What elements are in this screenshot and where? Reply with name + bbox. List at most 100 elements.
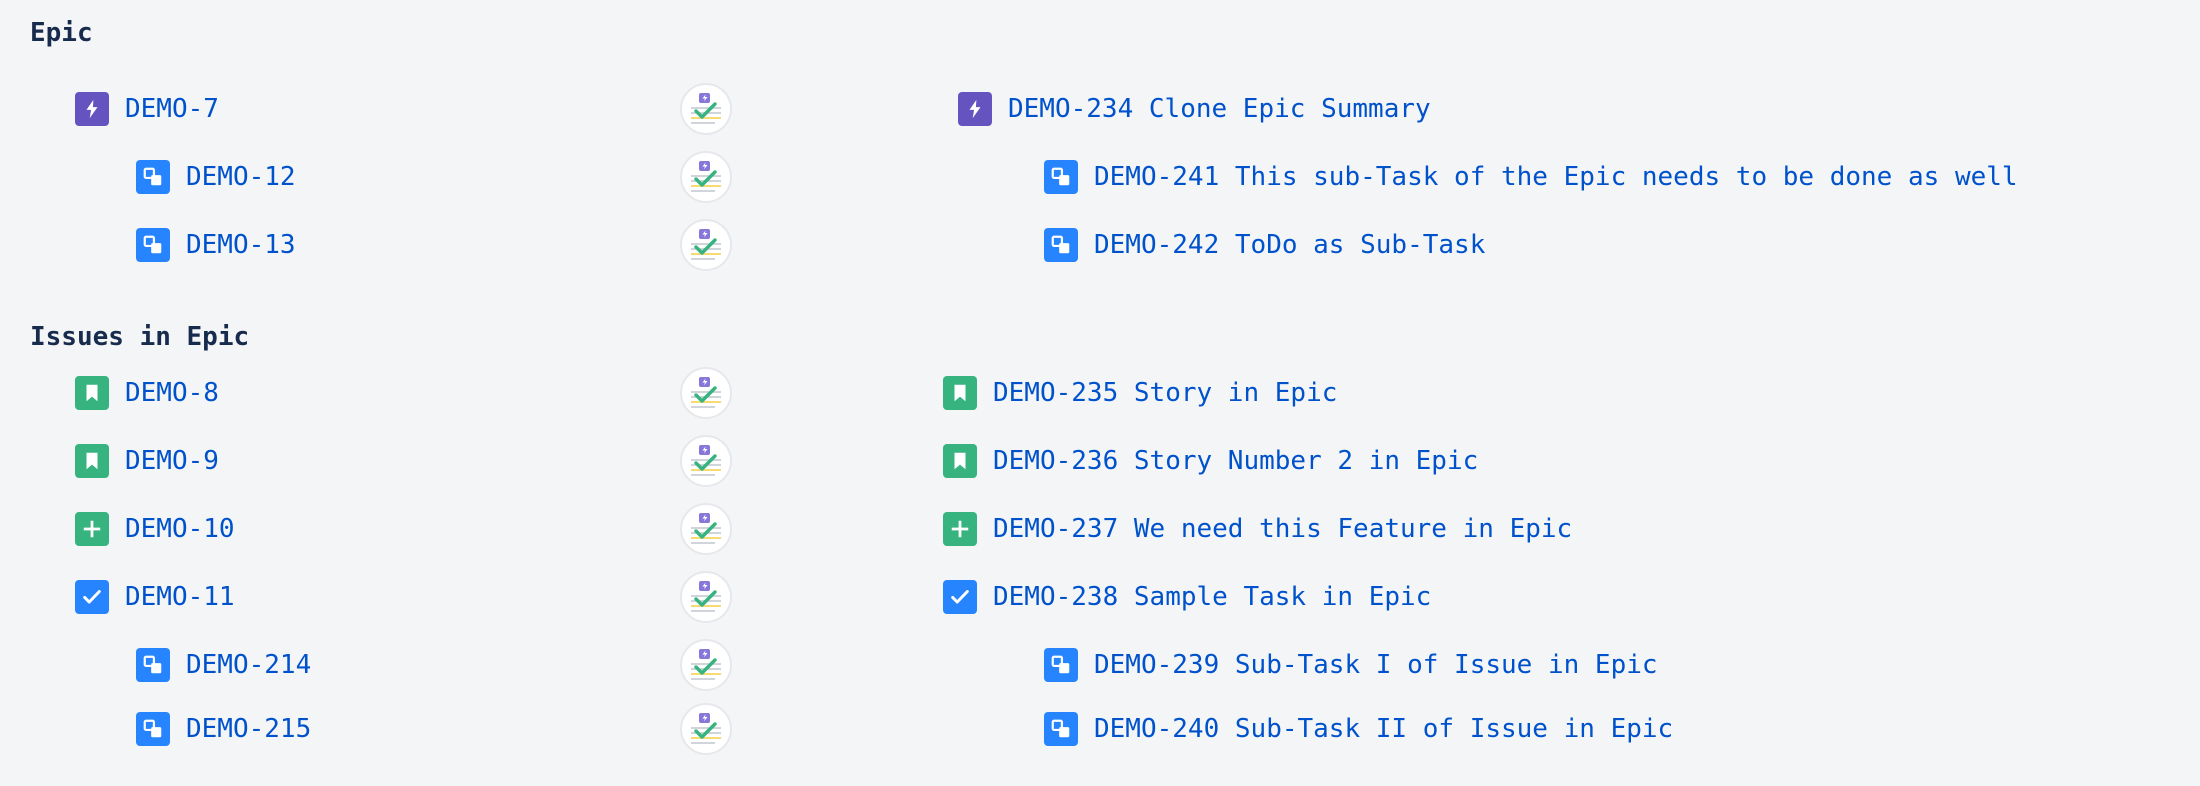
- cloned-issue-key: DEMO-235: [993, 378, 1119, 408]
- cloned-issue-link[interactable]: DEMO-237 We need this Feature in Epic: [993, 509, 1572, 549]
- issue-row: DEMO-11 DEMO-238 Sample Task in Epic: [0, 571, 2200, 623]
- original-issue-key-link[interactable]: DEMO-7: [125, 94, 219, 124]
- issue-row: DEMO-8 DEMO-235 Story in Epic: [0, 367, 2200, 419]
- clone-status-button[interactable]: [680, 367, 732, 419]
- original-issue-key-link[interactable]: DEMO-9: [125, 446, 219, 476]
- original-issue: DEMO-10: [75, 509, 235, 549]
- cloned-issue-summary: We need this Feature in Epic: [1133, 514, 1573, 544]
- clone-status-icon: [685, 88, 727, 130]
- issue-row: DEMO-12 DEMO-241 This sub-Task of the Epi…: [0, 151, 2200, 203]
- cloned-issue-key: DEMO-236: [993, 446, 1119, 476]
- subtask-icon: [1044, 228, 1078, 262]
- cloned-issue: DEMO-242 ToDo as Sub-Task: [1044, 225, 1485, 265]
- original-issue-key-link[interactable]: DEMO-12: [186, 162, 296, 192]
- cloned-issue-summary: Sub-Task I of Issue in Epic: [1234, 650, 1658, 680]
- original-issue: DEMO-7: [75, 89, 219, 129]
- clone-status-icon: [685, 224, 727, 266]
- cloned-issue-summary: Sub-Task II of Issue in Epic: [1234, 714, 1674, 744]
- cloned-issue: DEMO-237 We need this Feature in Epic: [943, 509, 1572, 549]
- issue-row: DEMO-10 DEMO-237 We need this Feature in …: [0, 503, 2200, 555]
- clone-status-button[interactable]: [680, 219, 732, 271]
- original-issue: DEMO-8: [75, 373, 219, 413]
- original-issue-key-link[interactable]: DEMO-11: [125, 582, 235, 612]
- cloned-issue: DEMO-239 Sub-Task I of Issue in Epic: [1044, 645, 1658, 685]
- cloned-issue-key: DEMO-239: [1094, 650, 1220, 680]
- issue-row: DEMO-9 DEMO-236 Story Number 2 in Epic: [0, 435, 2200, 487]
- cloned-issue-key: DEMO-238: [993, 582, 1119, 612]
- original-issue: DEMO-11: [75, 577, 235, 617]
- cloned-issue-key: DEMO-242: [1094, 230, 1220, 260]
- cloned-issue-key: DEMO-240: [1094, 714, 1220, 744]
- subtask-icon: [1044, 160, 1078, 194]
- clone-status-button[interactable]: [680, 703, 732, 755]
- cloned-issue-summary: ToDo as Sub-Task: [1234, 230, 1486, 260]
- cloned-issue: DEMO-235 Story in Epic: [943, 373, 1337, 413]
- epic-icon: [958, 92, 992, 126]
- story-icon: [75, 376, 109, 410]
- cloned-issue-link[interactable]: DEMO-236 Story Number 2 in Epic: [993, 441, 1478, 481]
- cloned-issue-summary: Clone Epic Summary: [1148, 94, 1431, 124]
- subtask-icon: [136, 160, 170, 194]
- cloned-issue-link[interactable]: DEMO-235 Story in Epic: [993, 373, 1337, 413]
- subtask-icon: [136, 228, 170, 262]
- plus-icon: [943, 512, 977, 546]
- cloned-issue-summary: Story Number 2 in Epic: [1133, 446, 1479, 476]
- story-icon: [75, 444, 109, 478]
- original-issue-key-link[interactable]: DEMO-215: [186, 714, 312, 744]
- plus-icon: [75, 512, 109, 546]
- cloned-issue-summary: Sample Task in Epic: [1133, 582, 1432, 612]
- cloned-issue: DEMO-240 Sub-Task II of Issue in Epic: [1044, 709, 1673, 749]
- original-issue: DEMO-214: [136, 645, 311, 685]
- story-icon: [943, 376, 977, 410]
- clone-status-button[interactable]: [680, 151, 732, 203]
- subtask-icon: [136, 648, 170, 682]
- issues-in-epic-section-title: Issues in Epic: [30, 322, 250, 352]
- cloned-issue-link[interactable]: DEMO-239 Sub-Task I of Issue in Epic: [1094, 645, 1658, 685]
- clone-status-icon: [685, 708, 727, 750]
- clone-status-button[interactable]: [680, 435, 732, 487]
- cloned-issue-link[interactable]: DEMO-241 This sub-Task of the Epic needs…: [1094, 157, 2018, 197]
- clone-status-button[interactable]: [680, 503, 732, 555]
- cloned-issue-key: DEMO-237: [993, 514, 1119, 544]
- subtask-icon: [1044, 712, 1078, 746]
- clone-status-icon: [685, 156, 727, 198]
- story-icon: [943, 444, 977, 478]
- issue-row: DEMO-215 DEMO-240 Sub-Task II of Issue in…: [0, 703, 2200, 755]
- clone-status-icon: [685, 440, 727, 482]
- original-issue: DEMO-215: [136, 709, 311, 749]
- clone-status-button[interactable]: [680, 83, 732, 135]
- cloned-issue: DEMO-241 This sub-Task of the Epic needs…: [1044, 157, 2018, 197]
- original-issue-key-link[interactable]: DEMO-214: [186, 650, 312, 680]
- cloned-issue-link[interactable]: DEMO-240 Sub-Task II of Issue in Epic: [1094, 709, 1673, 749]
- issue-row: DEMO-7 DEMO-234 Clone Epic Summary: [0, 83, 2200, 135]
- clone-status-button[interactable]: [680, 639, 732, 691]
- clone-status-icon: [685, 508, 727, 550]
- cloned-issue: DEMO-236 Story Number 2 in Epic: [943, 441, 1478, 481]
- cloned-issue-key: DEMO-234: [1008, 94, 1134, 124]
- subtask-icon: [136, 712, 170, 746]
- subtask-icon: [1044, 648, 1078, 682]
- clone-status-button[interactable]: [680, 571, 732, 623]
- original-issue-key-link[interactable]: DEMO-8: [125, 378, 219, 408]
- clone-status-icon: [685, 644, 727, 686]
- checkbox-icon: [943, 580, 977, 614]
- cloned-issue-link[interactable]: DEMO-234 Clone Epic Summary: [1008, 89, 1431, 129]
- cloned-issue: DEMO-238 Sample Task in Epic: [943, 577, 1431, 617]
- epic-icon: [75, 92, 109, 126]
- cloned-issue-summary: This sub-Task of the Epic needs to be do…: [1234, 162, 2018, 192]
- original-issue-key-link[interactable]: DEMO-10: [125, 514, 235, 544]
- original-issue-key-link[interactable]: DEMO-13: [186, 230, 296, 260]
- issue-row: DEMO-214 DEMO-239 Sub-Task I of Issue in …: [0, 639, 2200, 691]
- original-issue: DEMO-12: [136, 157, 296, 197]
- epic-section-title: Epic: [30, 18, 93, 48]
- issue-row: DEMO-13 DEMO-242 ToDo as Sub-Task: [0, 219, 2200, 271]
- clone-status-icon: [685, 372, 727, 414]
- cloned-issue-key: DEMO-241: [1094, 162, 1220, 192]
- clone-status-icon: [685, 576, 727, 618]
- cloned-issue-link[interactable]: DEMO-242 ToDo as Sub-Task: [1094, 225, 1485, 265]
- cloned-issue-link[interactable]: DEMO-238 Sample Task in Epic: [993, 577, 1431, 617]
- cloned-issue-summary: Story in Epic: [1133, 378, 1338, 408]
- checkbox-icon: [75, 580, 109, 614]
- original-issue: DEMO-13: [136, 225, 296, 265]
- cloned-issue: DEMO-234 Clone Epic Summary: [958, 89, 1431, 129]
